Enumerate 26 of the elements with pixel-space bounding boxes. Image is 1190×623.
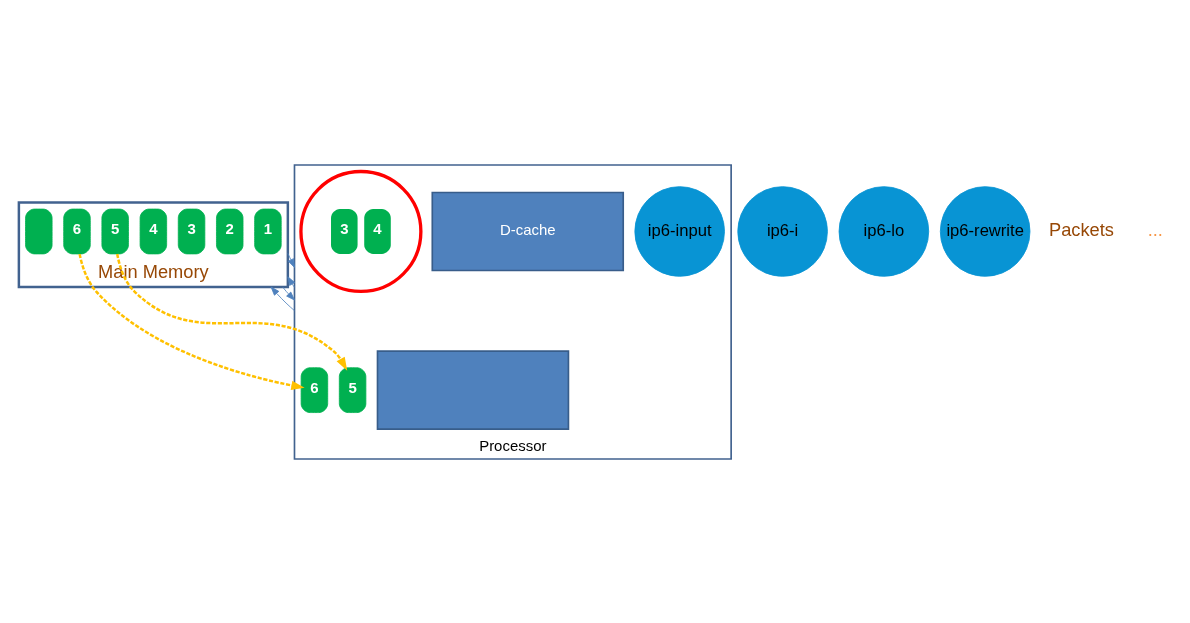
node-circle: ip6-input bbox=[634, 185, 725, 277]
node-box: 6 bbox=[63, 208, 91, 254]
arrow bbox=[270, 286, 295, 311]
node-circle: ip6-i bbox=[737, 185, 828, 277]
node-box: 3 bbox=[177, 208, 206, 254]
node-box: 5 bbox=[101, 208, 129, 254]
node-circle: ip6-lo bbox=[838, 185, 930, 277]
node-box: D-cache bbox=[431, 191, 625, 271]
node-box: 4 bbox=[139, 208, 168, 254]
node-box: 2 bbox=[216, 208, 244, 254]
arrow bbox=[282, 286, 295, 300]
node-box bbox=[376, 349, 570, 430]
node-circle: ip6-rewrite bbox=[939, 185, 1031, 277]
node-box: 6 bbox=[300, 366, 329, 413]
label: Packets bbox=[1049, 218, 1114, 240]
node-box: 5 bbox=[338, 366, 367, 413]
node-box bbox=[25, 208, 53, 254]
label: ... bbox=[1147, 218, 1163, 240]
node-text: 4 bbox=[373, 219, 382, 237]
cluster bbox=[299, 169, 423, 293]
arrow bbox=[287, 275, 296, 288]
node-box: 1 bbox=[254, 208, 282, 254]
arrow bbox=[287, 252, 295, 268]
arrow bbox=[116, 253, 348, 371]
arrow bbox=[78, 253, 305, 390]
node-text: 3 bbox=[340, 219, 349, 237]
